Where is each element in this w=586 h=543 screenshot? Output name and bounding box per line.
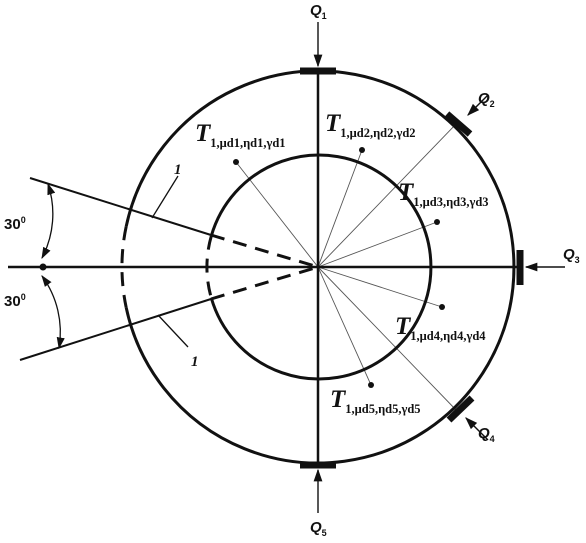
contact-pad-q4 (446, 395, 475, 423)
point-2 (359, 147, 365, 153)
lower-angle-arc (41, 275, 65, 350)
outer-ring-dashed-segment (120, 226, 128, 308)
arrow-q4 (465, 417, 489, 441)
label-q1: Q1 (310, 2, 327, 21)
upper-angle-arc (41, 182, 56, 260)
point-4 (439, 304, 445, 310)
label-point-2: T1,μd2,ηd2,γd2 (325, 110, 416, 140)
upper-wedge-line (29, 177, 212, 236)
label-q2: Q2 (478, 90, 495, 109)
ray-to-q4 (317, 266, 459, 413)
radial-rays (235, 121, 459, 413)
label-angle-lower: 300 (4, 292, 26, 310)
ray-to-point-2 (317, 149, 363, 268)
lower-wedge-dashed (210, 265, 319, 301)
angle-vertex-dot (39, 263, 47, 271)
label-point-4: T1,μd4,ηd4,γd4 (395, 313, 486, 343)
label-point-3: T1,μd3,ηd3,γd3 (398, 179, 489, 209)
point-3 (434, 219, 440, 225)
contact-pad-q2 (444, 111, 473, 137)
ray-to-point-4 (317, 266, 443, 308)
ray-to-point-5 (317, 266, 372, 386)
ray-to-point-3 (317, 221, 438, 268)
label-q3: Q3 (563, 246, 580, 265)
label-point-5: T1,μd5,ηd5,γd5 (330, 386, 421, 416)
point-5 (368, 382, 374, 388)
callout-label-lower: 1 (191, 354, 199, 370)
callout-label-upper: 1 (174, 162, 182, 178)
label-angle-upper: 300 (4, 215, 26, 233)
label-q4: Q4 (478, 425, 495, 444)
point-1 (233, 159, 239, 165)
label-q5: Q5 (310, 519, 327, 538)
ray-to-point-1 (235, 161, 319, 268)
label-point-1: T1,μd1,ηd1,γd1 (195, 120, 286, 150)
callout-leader-upper (151, 175, 179, 219)
arrow-q2 (467, 94, 489, 116)
callout-leader-lower (157, 314, 189, 348)
upper-wedge-dashed (210, 233, 319, 269)
ray-to-q2 (317, 121, 459, 268)
lower-wedge-line (19, 298, 212, 361)
